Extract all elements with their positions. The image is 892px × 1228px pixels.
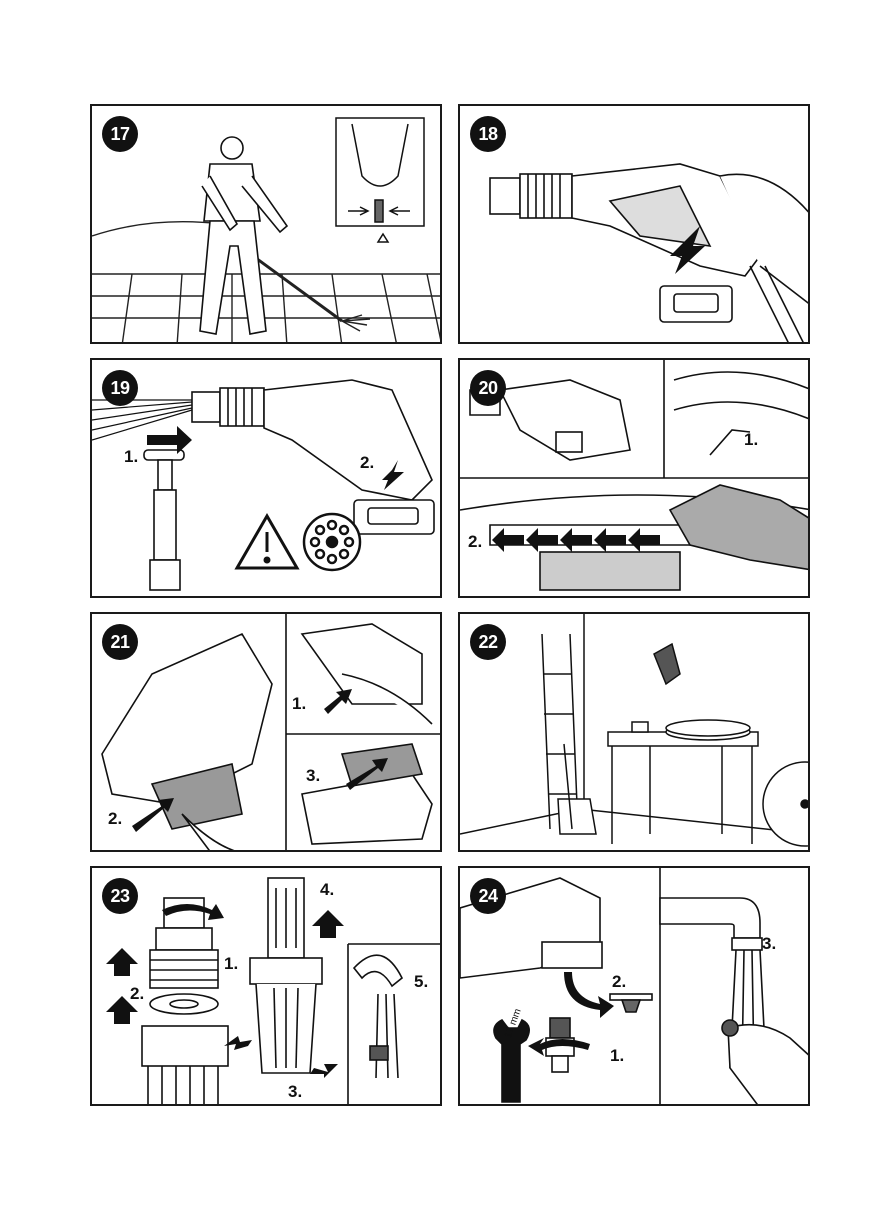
step-label: 3. [288,1082,302,1102]
panel-number-badge: 20 [470,370,506,406]
filter-cleaning-illustration [92,868,442,1106]
step-label: 4. [320,880,334,900]
panel-number-badge: 18 [470,116,506,152]
worker-figure [200,137,287,334]
panel-number-badge: 17 [102,116,138,152]
panel-22: 22 [458,612,810,852]
warning-triangle-icon [237,516,297,568]
step-label: 3. [762,934,776,954]
arrow-icon [528,972,614,1056]
panel-17: 17 [90,104,442,344]
panel-23: 23 1. 2. 3. 4. 5. [90,866,442,1106]
panel-24: 24 1. 2. 3. 17 mm [458,866,810,1106]
step-label: 2. [130,984,144,1004]
step-label: 1. [224,954,238,974]
faucet-icon [660,898,762,950]
step-label: 2. [360,453,374,473]
step-label: 1. [292,694,306,714]
panel-20: 20 1. 2. [458,358,810,598]
panel-number-badge: 24 [470,878,506,914]
panel-19: 19 1. 2. [90,358,442,598]
nozzle-cleaning-illustration [460,868,810,1106]
trigger-lock-icon [336,118,424,242]
step-label: 5. [414,972,428,992]
battery-removal-illustration [92,614,442,852]
store-battery-illustration [460,360,810,598]
panel-number-badge: 22 [470,624,506,660]
spray-gun-lock-illustration [460,106,810,344]
step-label: 2. [612,972,626,992]
filter-icon [304,514,360,570]
panel-number-badge: 23 [102,878,138,914]
storage-room-illustration [460,614,810,852]
panel-number-badge: 19 [102,370,138,406]
connect-water-illustration [92,360,442,598]
step-label: 1. [744,430,758,450]
panel-21: 21 1. 2. 3. [90,612,442,852]
step-label: 1. [610,1046,624,1066]
step-label: 1. [124,447,138,467]
bicycle-icon [763,762,810,846]
step-label: 3. [306,766,320,786]
step-label: 2. [468,532,482,552]
washing-floor-illustration [92,106,442,344]
step-label: 2. [108,809,122,829]
panel-number-badge: 21 [102,624,138,660]
panel-18: 18 [458,104,810,344]
